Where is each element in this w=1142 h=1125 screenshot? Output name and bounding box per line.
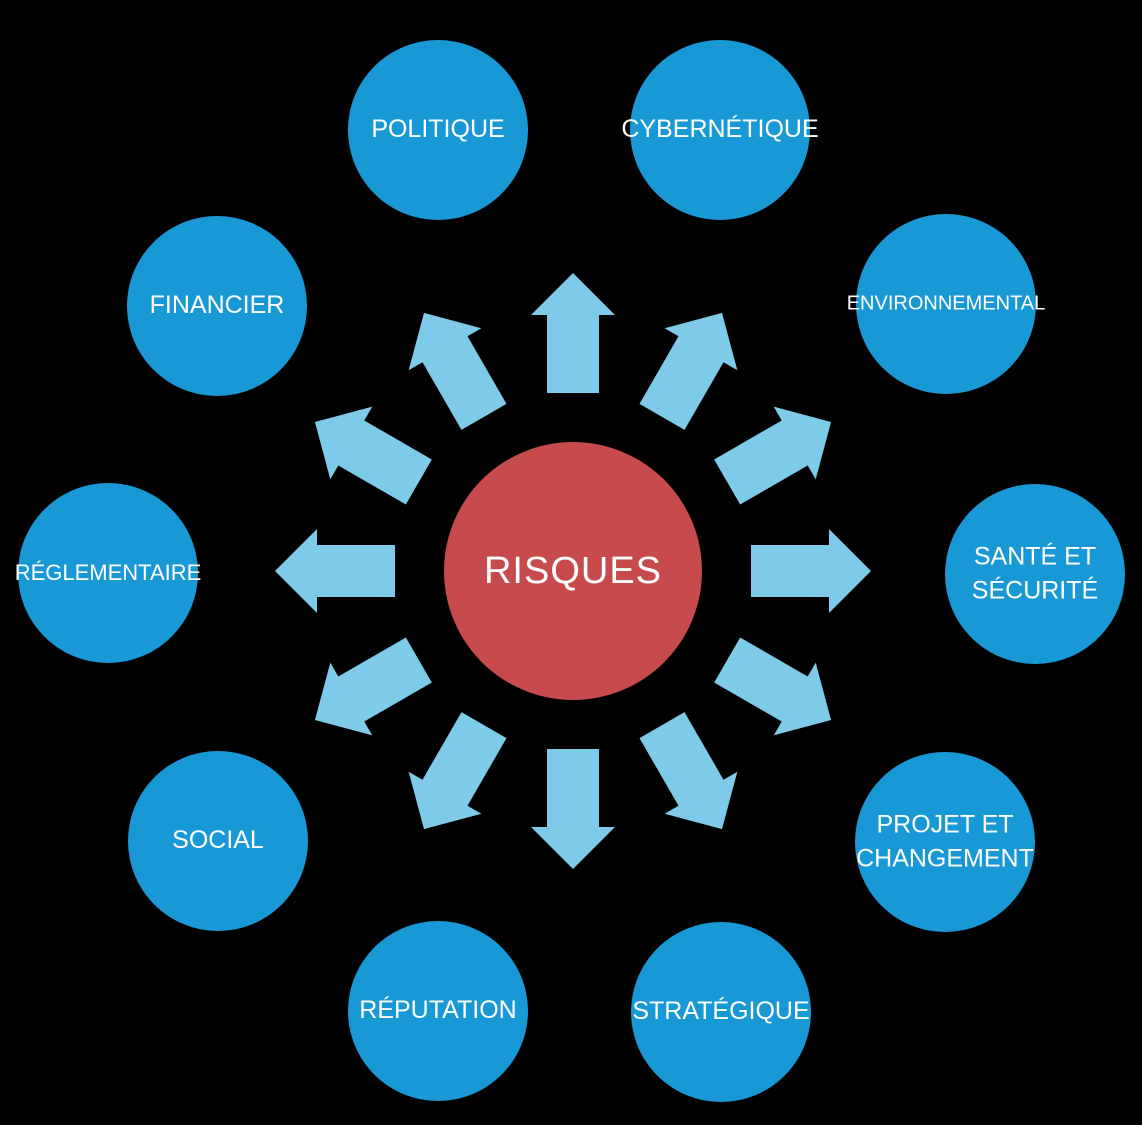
risk-node-reglementaire: RÉGLEMENTAIRE (15, 483, 201, 663)
outward-arrow (275, 529, 395, 613)
risk-node-environnemental: ENVIRONNEMENTAL (847, 214, 1045, 394)
risk-node-politique: POLITIQUE (348, 40, 528, 220)
risk-node-social: SOCIAL (128, 751, 308, 931)
risk-node-label: FINANCIER (149, 291, 285, 320)
risk-node-label: STRATÉGIQUE (632, 997, 810, 1026)
risk-node-strategique: STRATÉGIQUE (631, 922, 811, 1102)
center-label: RISQUES (483, 549, 663, 592)
risk-node-projet-et-changement: PROJET ET CHANGEMENT (855, 752, 1035, 932)
outward-arrow (751, 529, 871, 613)
risk-node-label: RÉGLEMENTAIRE (14, 560, 202, 586)
outward-arrow (639, 712, 738, 830)
outward-arrow (408, 312, 507, 430)
outward-arrow (714, 637, 832, 736)
risk-node-label: CYBERNÉTIQUE (621, 115, 819, 144)
outward-arrow (714, 406, 832, 505)
outward-arrow (408, 712, 507, 830)
center-circle-risques: RISQUES (444, 442, 702, 700)
risk-node-label: RÉPUTATION (359, 996, 517, 1025)
risk-node-cybernetique: CYBERNÉTIQUE (621, 40, 819, 220)
outward-arrow (531, 749, 615, 869)
risk-node-financier: FINANCIER (127, 216, 307, 396)
risk-node-label: SANTÉ ET SÉCURITÉ (971, 542, 1099, 604)
risk-node-label: POLITIQUE (371, 115, 505, 144)
outward-arrow (639, 312, 738, 430)
risk-node-label: ENVIRONNEMENTAL (846, 292, 1046, 315)
outward-arrow (531, 273, 615, 393)
outward-arrow (314, 637, 432, 736)
risk-node-sante-et-securite: SANTÉ ET SÉCURITÉ (945, 484, 1125, 664)
risk-node-label: PROJET ET CHANGEMENT (856, 810, 1034, 872)
risk-node-label: SOCIAL (172, 826, 264, 855)
risk-node-reputation: RÉPUTATION (348, 921, 528, 1101)
outward-arrow (314, 406, 432, 505)
